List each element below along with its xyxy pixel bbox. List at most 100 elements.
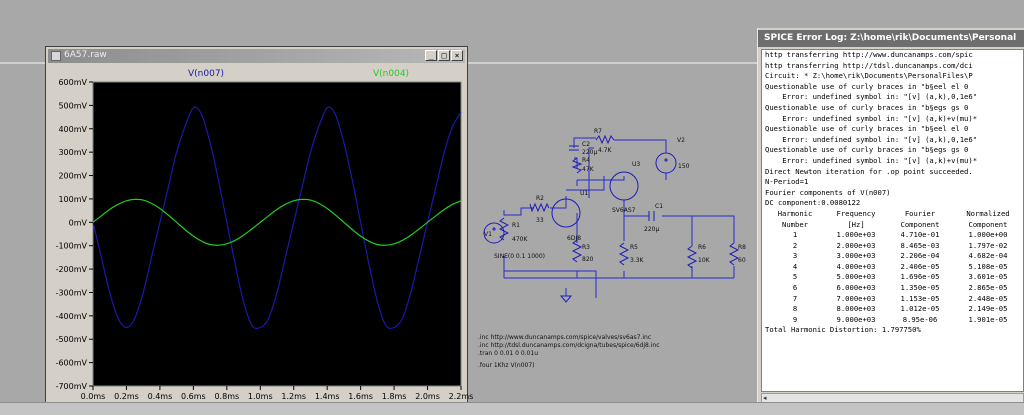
source-v1[interactable] [483,222,505,244]
close-button[interactable]: × [451,50,463,61]
table-cell: Harmonic [777,208,813,218]
table-cell: 8.95e-06 [902,314,938,324]
waveform-plot[interactable]: 600mV500mV400mV300mV200mV100mV0mV-100mV-… [49,64,473,404]
table-cell: 5 [792,272,798,282]
log-line: Questionable use of curly braces in "b§e… [765,102,969,112]
table-cell: 1.000e+03 [836,230,876,240]
directive-line[interactable]: .tran 0 0.01 0 0.01u [478,350,538,357]
label-r4-value: 47K [582,166,595,173]
label-r2: R2 [536,195,544,202]
table-cell: 2.406e-05 [900,261,940,271]
log-line: Error: undefined symbol in: "[v] (a,k),0… [765,92,978,102]
directive-line[interactable]: .inc http://www.duncanamps.com/spice/val… [478,334,652,341]
table-cell: Number [782,219,808,229]
label-c1: C1 [655,203,663,210]
scroll-left-icon[interactable]: ◂ [763,394,767,402]
table-cell: 1.901e-05 [968,314,1008,324]
log-line: http transferring http://www.duncanamps.… [765,50,973,59]
y-tick-label: -400mV [56,312,88,321]
label-r3-value: 820 [582,256,594,263]
label-r4: R4 [582,157,590,164]
table-cell: 9 [792,314,798,324]
label-r1: R1 [512,222,520,229]
thd-line: Total Harmonic Distortion: 1.797750% [765,325,921,335]
resistor-r1[interactable] [498,217,510,241]
log-line: Questionable use of curly braces in "b§e… [765,81,969,91]
label-r5: R5 [630,244,638,251]
label-u1: U1 [580,190,588,197]
x-tick-label: 1.2ms [281,392,306,401]
series-line-0 [92,106,462,330]
log-line: Direct Newton iteration for .op point su… [765,166,973,176]
y-tick-label: -600mV [56,359,88,368]
series-label: V(n004) [373,69,409,79]
label-r5-value: 3.3K [630,257,645,264]
resistor-r4[interactable] [571,157,583,174]
error-log-title[interactable]: SPICE Error Log: Z:\home\rik\Documents\P… [758,30,1024,47]
table-cell: Component [968,219,1008,229]
table-cell: 8.465e-03 [900,240,940,250]
error-log-text[interactable]: http transferring http://www.duncanamps.… [761,49,1024,392]
label-r2-value: 33 [536,217,544,224]
label-r8: R8 [738,244,746,251]
log-line: Error: undefined symbol in: "[v] (a,k)+v… [765,155,978,165]
log-line: N-Period=1 [765,177,809,187]
table-cell: 2.000e+03 [836,240,876,250]
spice-directives[interactable]: .inc http://www.duncanamps.com/spice/val… [478,334,748,370]
error-log-window[interactable]: SPICE Error Log: Z:\home\rik\Documents\P… [757,28,1024,406]
table-cell: 4.682e-04 [968,251,1008,261]
x-tick-label: 0.2ms [114,392,139,401]
log-line: DC component:0.0080122 [765,198,861,208]
table-cell: 4.000e+03 [836,261,876,271]
label-tube-6dj8: 6DJ8 [567,235,581,242]
directive-line[interactable]: .inc http://tdsl.duncanamps.com/dcigna/t… [478,342,660,349]
table-cell: 5.000e+03 [836,272,876,282]
tube-u3[interactable] [609,171,639,201]
table-cell: 1.696e-05 [900,272,940,282]
directive-line[interactable]: .four 1Khz V(n007) [478,362,535,369]
waveform-titlebar[interactable]: 6A57.raw _ □ × [48,49,465,63]
resistor-r6[interactable] [686,245,698,269]
y-tick-label: 300mV [58,148,87,157]
y-tick-label: 400mV [58,125,87,134]
table-cell: 6.000e+03 [836,283,876,293]
table-cell: 9.000e+03 [836,314,876,324]
label-v2: V2 [677,137,685,144]
table-cell: 2.206e-04 [900,251,940,261]
x-tick-label: 0.8ms [214,392,239,401]
resistor-r2[interactable] [529,202,550,213]
table-cell: 1.000e+00 [968,230,1008,240]
resistor-r7[interactable] [595,134,615,145]
table-cell: 7 [792,293,798,303]
label-v1-sine: SINE(0 0.1 1000) [494,253,545,260]
y-tick-label: -500mV [56,335,88,344]
maximize-button[interactable]: □ [438,50,450,61]
schematic-canvas[interactable]: R7 4.7K C2 220µ R4 47K V2 150 U3 U1 R2 3… [474,128,754,378]
resistor-r8[interactable] [728,242,740,266]
source-v2[interactable] [655,152,677,174]
y-tick-label: 0mV [69,218,88,227]
table-cell: 1 [792,230,798,240]
table-cell: 3 [792,251,798,261]
table-row: 5 5.000e+03 1.696e-05 3.601e-05 [765,272,1023,283]
tube-u1[interactable] [551,198,581,228]
series-line-1 [92,198,462,246]
label-c2: C2 [582,141,590,148]
ground-symbol [559,295,573,303]
label-r8-value: 60 [738,257,746,264]
table-cell: Component [900,219,940,229]
y-tick-label: 500mV [58,101,87,110]
minimize-button[interactable]: _ [425,50,437,61]
resistor-r3[interactable] [571,239,583,263]
resistor-r5[interactable] [618,242,630,266]
label-c1-value: 220µ [644,226,659,233]
table-cell: 8 [792,304,798,314]
label-v2-value: 150 [678,163,690,170]
table-cell: 3.601e-05 [968,272,1008,282]
